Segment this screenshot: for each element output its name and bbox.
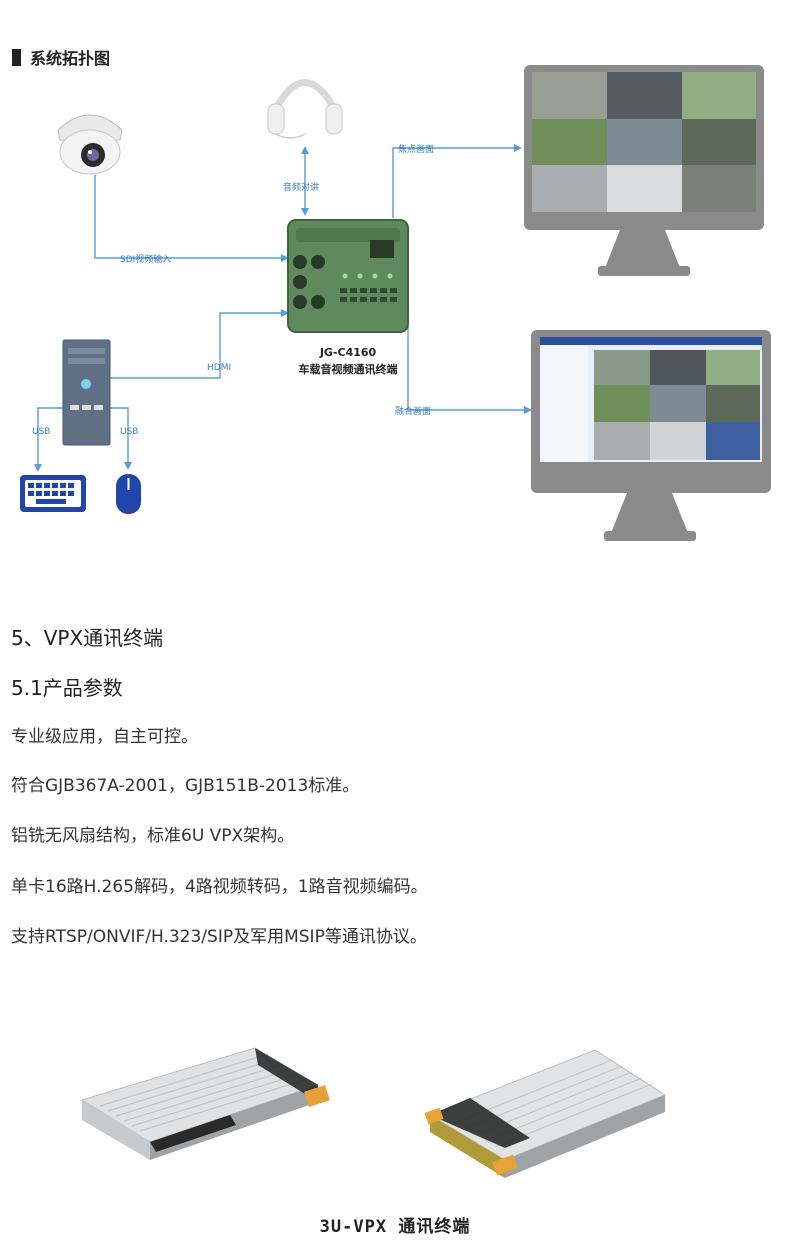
label-usb-left: USB [32, 427, 50, 437]
label-audio-talk: 音频对讲 [283, 181, 319, 193]
label-fusion-screen: 融合画面 [395, 405, 431, 417]
param-item: 支持RTSP/ONVIF/H.323/SIP及军用MSIP等通讯协议。 [11, 927, 427, 947]
label-hdmi: HDMI [207, 363, 231, 373]
vpx-card-left-image [80, 1047, 330, 1160]
device-model: JG-C4160 [319, 346, 377, 359]
param-item: 符合GJB367A-2001，GJB151B-2013标准。 [11, 776, 360, 796]
product-images [80, 1047, 667, 1178]
topology-diagram: 系统拓扑图 音频对讲 焦点画面 SDI视频输入 HDMI USB USB 融合画… [12, 49, 771, 541]
arrowheads [34, 144, 532, 472]
monitor-fusion-icon [531, 330, 771, 541]
device-name: 车载音视频通讯终端 [299, 362, 398, 376]
section-subheading: 5.1产品参数 [11, 676, 123, 700]
label-focus-screen: 焦点画面 [398, 143, 434, 155]
product-caption: 3U-VPX 通讯终端 [319, 1217, 471, 1237]
mouse-icon [116, 474, 141, 514]
monitor-focus-icon [524, 65, 764, 276]
keyboard-icon [20, 475, 86, 512]
label-usb-right: USB [120, 427, 138, 437]
connection-lines [37, 147, 528, 468]
param-item: 单卡16路H.265解码，4路视频转码，1路音视频编码。 [11, 877, 428, 897]
dome-camera-icon [57, 114, 123, 175]
param-item: 铝铣无风扇结构，标准6U VPX架构。 [11, 826, 295, 846]
section-heading: 5、VPX通讯终端 [11, 626, 164, 650]
label-sdi-input: SDI视频输入 [120, 253, 171, 265]
pc-tower-icon [62, 339, 111, 446]
topology-title: 系统拓扑图 [30, 49, 110, 68]
section-marker [12, 49, 21, 66]
headphones-icon [267, 79, 343, 139]
param-item: 专业级应用，自主可控。 [11, 727, 198, 747]
vpx-card-right-image [424, 1049, 667, 1178]
terminal-device-icon [287, 219, 409, 333]
